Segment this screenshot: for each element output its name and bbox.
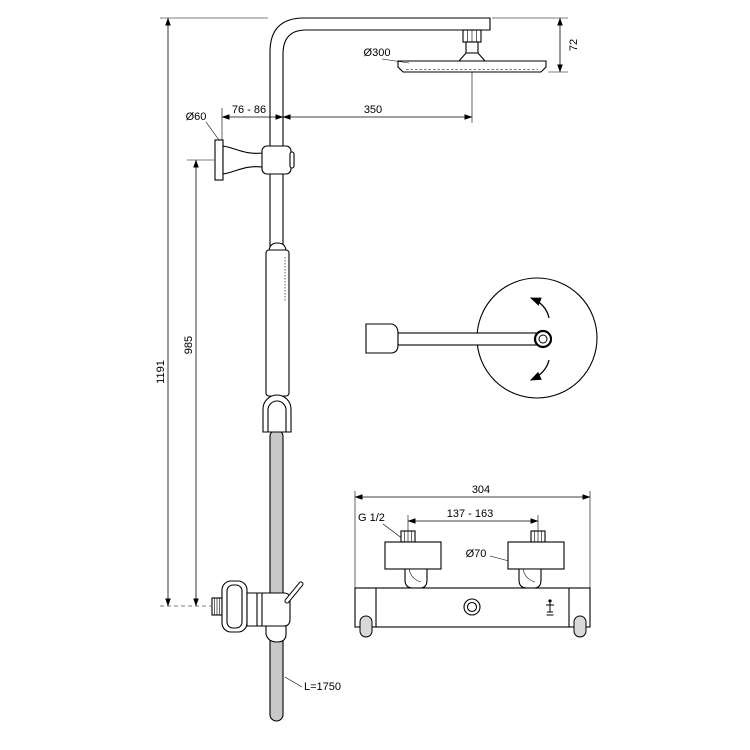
bracket-offset-label: 76 - 86 — [232, 104, 266, 116]
head-height-label: 72 — [568, 39, 580, 51]
wall-bracket-clamp — [261, 145, 292, 175]
hose-length-leader — [284, 676, 303, 688]
mixer-thermostat-knob — [221, 580, 248, 633]
head-connector-flare — [457, 52, 487, 62]
bracket-height-label: 985 — [183, 336, 195, 354]
mixer-left-handle-foot — [359, 615, 373, 638]
left-escutcheon — [384, 541, 442, 570]
wall-bracket-top-view — [365, 323, 399, 354]
hand-shower-holder-inner — [267, 400, 287, 432]
arm-length-label: 350 — [364, 104, 382, 116]
shower-head-plate — [397, 60, 547, 73]
inlet-spacing-label: 137 - 163 — [447, 508, 493, 520]
head-diameter-leader — [381, 58, 410, 64]
wall-bracket-screw — [289, 151, 295, 169]
right-escutcheon — [507, 541, 565, 570]
shower-arm-top-view — [397, 332, 539, 346]
right-eccentric-curve — [522, 568, 536, 583]
mixer-outlet-inner — [466, 601, 478, 613]
brand-logo-mark — [546, 599, 554, 616]
hose-length-label: L=1750 — [304, 681, 341, 693]
mixer-right-handle-foot — [573, 615, 587, 638]
wall-bracket-plate — [214, 139, 224, 181]
mixer-outlet — [463, 598, 481, 616]
bracket-diameter-leader — [205, 121, 220, 141]
mixer-body-side — [246, 592, 291, 627]
escutcheon-diameter-leader — [489, 555, 510, 562]
total-height-label: 1191 — [155, 360, 167, 384]
shower-hose — [269, 429, 284, 722]
brand-logo-head — [548, 599, 552, 603]
left-eccentric-curve — [408, 568, 422, 583]
escutcheon-diameter-label: Ø70 — [466, 548, 487, 560]
bracket-diameter-label: Ø60 — [186, 111, 207, 123]
head-connector-neck — [465, 41, 479, 54]
mixer-width-label: 304 — [472, 484, 490, 496]
hand-shower-body — [265, 249, 290, 397]
head-swivel-joint-inner — [538, 334, 548, 344]
inlet-thread-leader — [382, 523, 404, 540]
rotation-arrow-up — [529, 297, 550, 319]
right-eccentric — [518, 568, 542, 589]
diverter-lever — [285, 582, 303, 603]
mixer-knob-inner — [226, 584, 243, 629]
mixer-hose-outlet — [265, 625, 287, 643]
shower-arm-riser — [269, 17, 491, 253]
inlet-thread-label: G 1/2 — [358, 512, 385, 524]
head-diameter-label: Ø300 — [364, 47, 391, 59]
rotation-arrow-down — [530, 359, 550, 381]
brand-logo-figure — [546, 603, 554, 616]
wall-bracket-arm — [222, 145, 264, 175]
left-eccentric — [404, 568, 428, 589]
